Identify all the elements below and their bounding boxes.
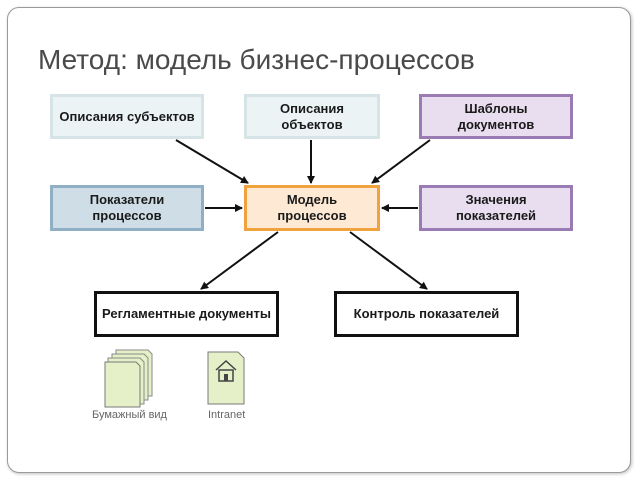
node-subject-descriptions: Описания субъектов [50, 94, 204, 139]
node-indicator-control: Контроль показателей [334, 291, 519, 337]
intranet-caption: Intranet [208, 409, 246, 421]
paper-caption: Бумажный вид [92, 409, 167, 421]
house-document-icon [207, 351, 245, 405]
node-indicator-values: Значения показателей [419, 185, 573, 231]
node-object-descriptions: Описания объектов [244, 94, 380, 139]
node-regulatory-documents: Регламентные документы [94, 291, 279, 337]
node-process-indicators: Показатели процессов [50, 185, 204, 231]
slide-frame [7, 7, 631, 473]
paper-stack-icon [104, 349, 153, 408]
slide-title: Метод: модель бизнес-процессов [38, 44, 475, 75]
node-document-templates: Шаблоны документов [419, 94, 573, 139]
node-process-model: Модель процессов [244, 185, 380, 231]
